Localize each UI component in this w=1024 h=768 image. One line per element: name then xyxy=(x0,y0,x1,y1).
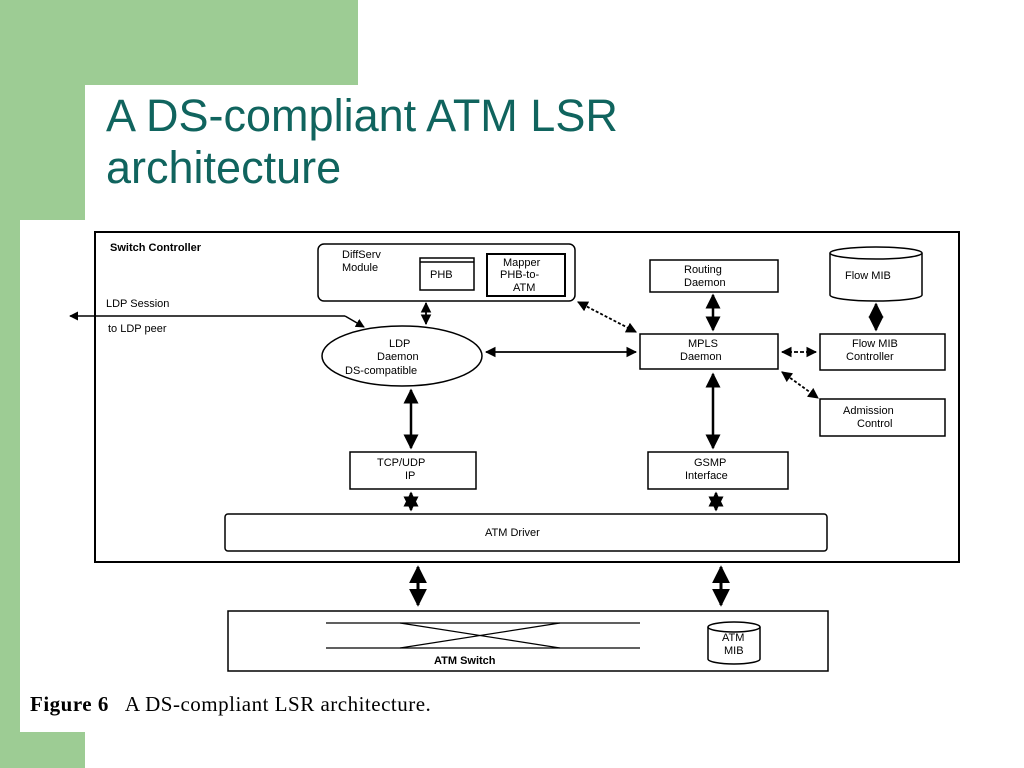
ldp-label-1: LDP xyxy=(389,338,410,350)
atm-mib-label-2: MIB xyxy=(724,645,744,657)
flow-mib-label: Flow MIB xyxy=(845,270,891,282)
ldp-label-3: DS-compatible xyxy=(345,365,417,377)
connectors xyxy=(403,293,884,607)
phb-cylinder: PHB xyxy=(419,257,475,291)
caption-text: A DS-compliant LSR architecture. xyxy=(124,692,432,716)
flow-mib-cylinder: Flow MIB xyxy=(829,246,923,302)
mapper-box xyxy=(486,253,566,297)
figure-caption: Figure 6 A DS-compliant LSR architecture. xyxy=(30,692,431,717)
atm-mib-cylinder: ATM MIB xyxy=(707,621,761,665)
diffserv-label-1: DiffServ xyxy=(342,249,381,261)
atm-driver-label: ATM Driver xyxy=(485,527,540,539)
routing-daemon-box xyxy=(649,259,779,293)
diffserv-module-box xyxy=(317,243,576,302)
diffserv-label-2: Module xyxy=(342,262,378,274)
figure-area xyxy=(20,220,1024,732)
ldp-session-arrow-bend xyxy=(344,315,365,328)
mapper-label-1: Mapper xyxy=(503,257,541,269)
switch-controller-label: Switch Controller xyxy=(110,242,202,254)
tcp-udp-box xyxy=(349,451,477,490)
mpls-daemon-box xyxy=(639,333,779,370)
mpls-label-2: Daemon xyxy=(680,351,722,363)
gsmp-box xyxy=(647,451,789,490)
admission-label-1: Admission xyxy=(843,405,894,417)
tcp-label-2: IP xyxy=(405,470,415,482)
atm-switch-label: ATM Switch xyxy=(434,655,496,667)
gsmp-label-2: Interface xyxy=(685,470,728,482)
arrow-mpls-admission xyxy=(781,371,819,399)
title-line-1: A DS-compliant ATM LSR xyxy=(106,90,618,141)
mapper-label-3: ATM xyxy=(513,282,535,294)
phb-label: PHB xyxy=(430,269,453,281)
ldp-session-label-1: LDP Session xyxy=(106,298,169,310)
flow-mib-controller-box xyxy=(819,333,946,371)
atm-mib-label-1: ATM xyxy=(722,632,744,644)
admission-control-box xyxy=(819,398,946,437)
routing-label-2: Daemon xyxy=(684,277,726,289)
atm-driver-box xyxy=(224,513,828,552)
title-line-2: architecture xyxy=(106,142,342,193)
flow-controller-label-1: Flow MIB xyxy=(852,338,898,350)
admission-label-2: Control xyxy=(857,418,892,430)
ldp-label-2: Daemon xyxy=(377,351,419,363)
atm-switch-box xyxy=(227,610,829,672)
slide-title: A DS-compliant ATM LSR architecture xyxy=(106,90,906,194)
switch-fabric-lines xyxy=(326,622,640,649)
mpls-label-1: MPLS xyxy=(688,338,718,350)
routing-label-1: Routing xyxy=(684,264,722,276)
flow-controller-label-2: Controller xyxy=(846,351,894,363)
tcp-label-1: TCP/UDP xyxy=(377,457,425,469)
mapper-label-2: PHB-to- xyxy=(500,269,539,281)
caption-figure-number: Figure 6 xyxy=(30,692,109,716)
gsmp-label-1: GSMP xyxy=(694,457,726,469)
ldp-daemon-ellipse xyxy=(321,325,483,387)
switch-controller-box xyxy=(94,231,960,563)
ldp-session-label-2: to LDP peer xyxy=(108,323,167,335)
arrow-diffserv-mpls xyxy=(577,301,637,333)
